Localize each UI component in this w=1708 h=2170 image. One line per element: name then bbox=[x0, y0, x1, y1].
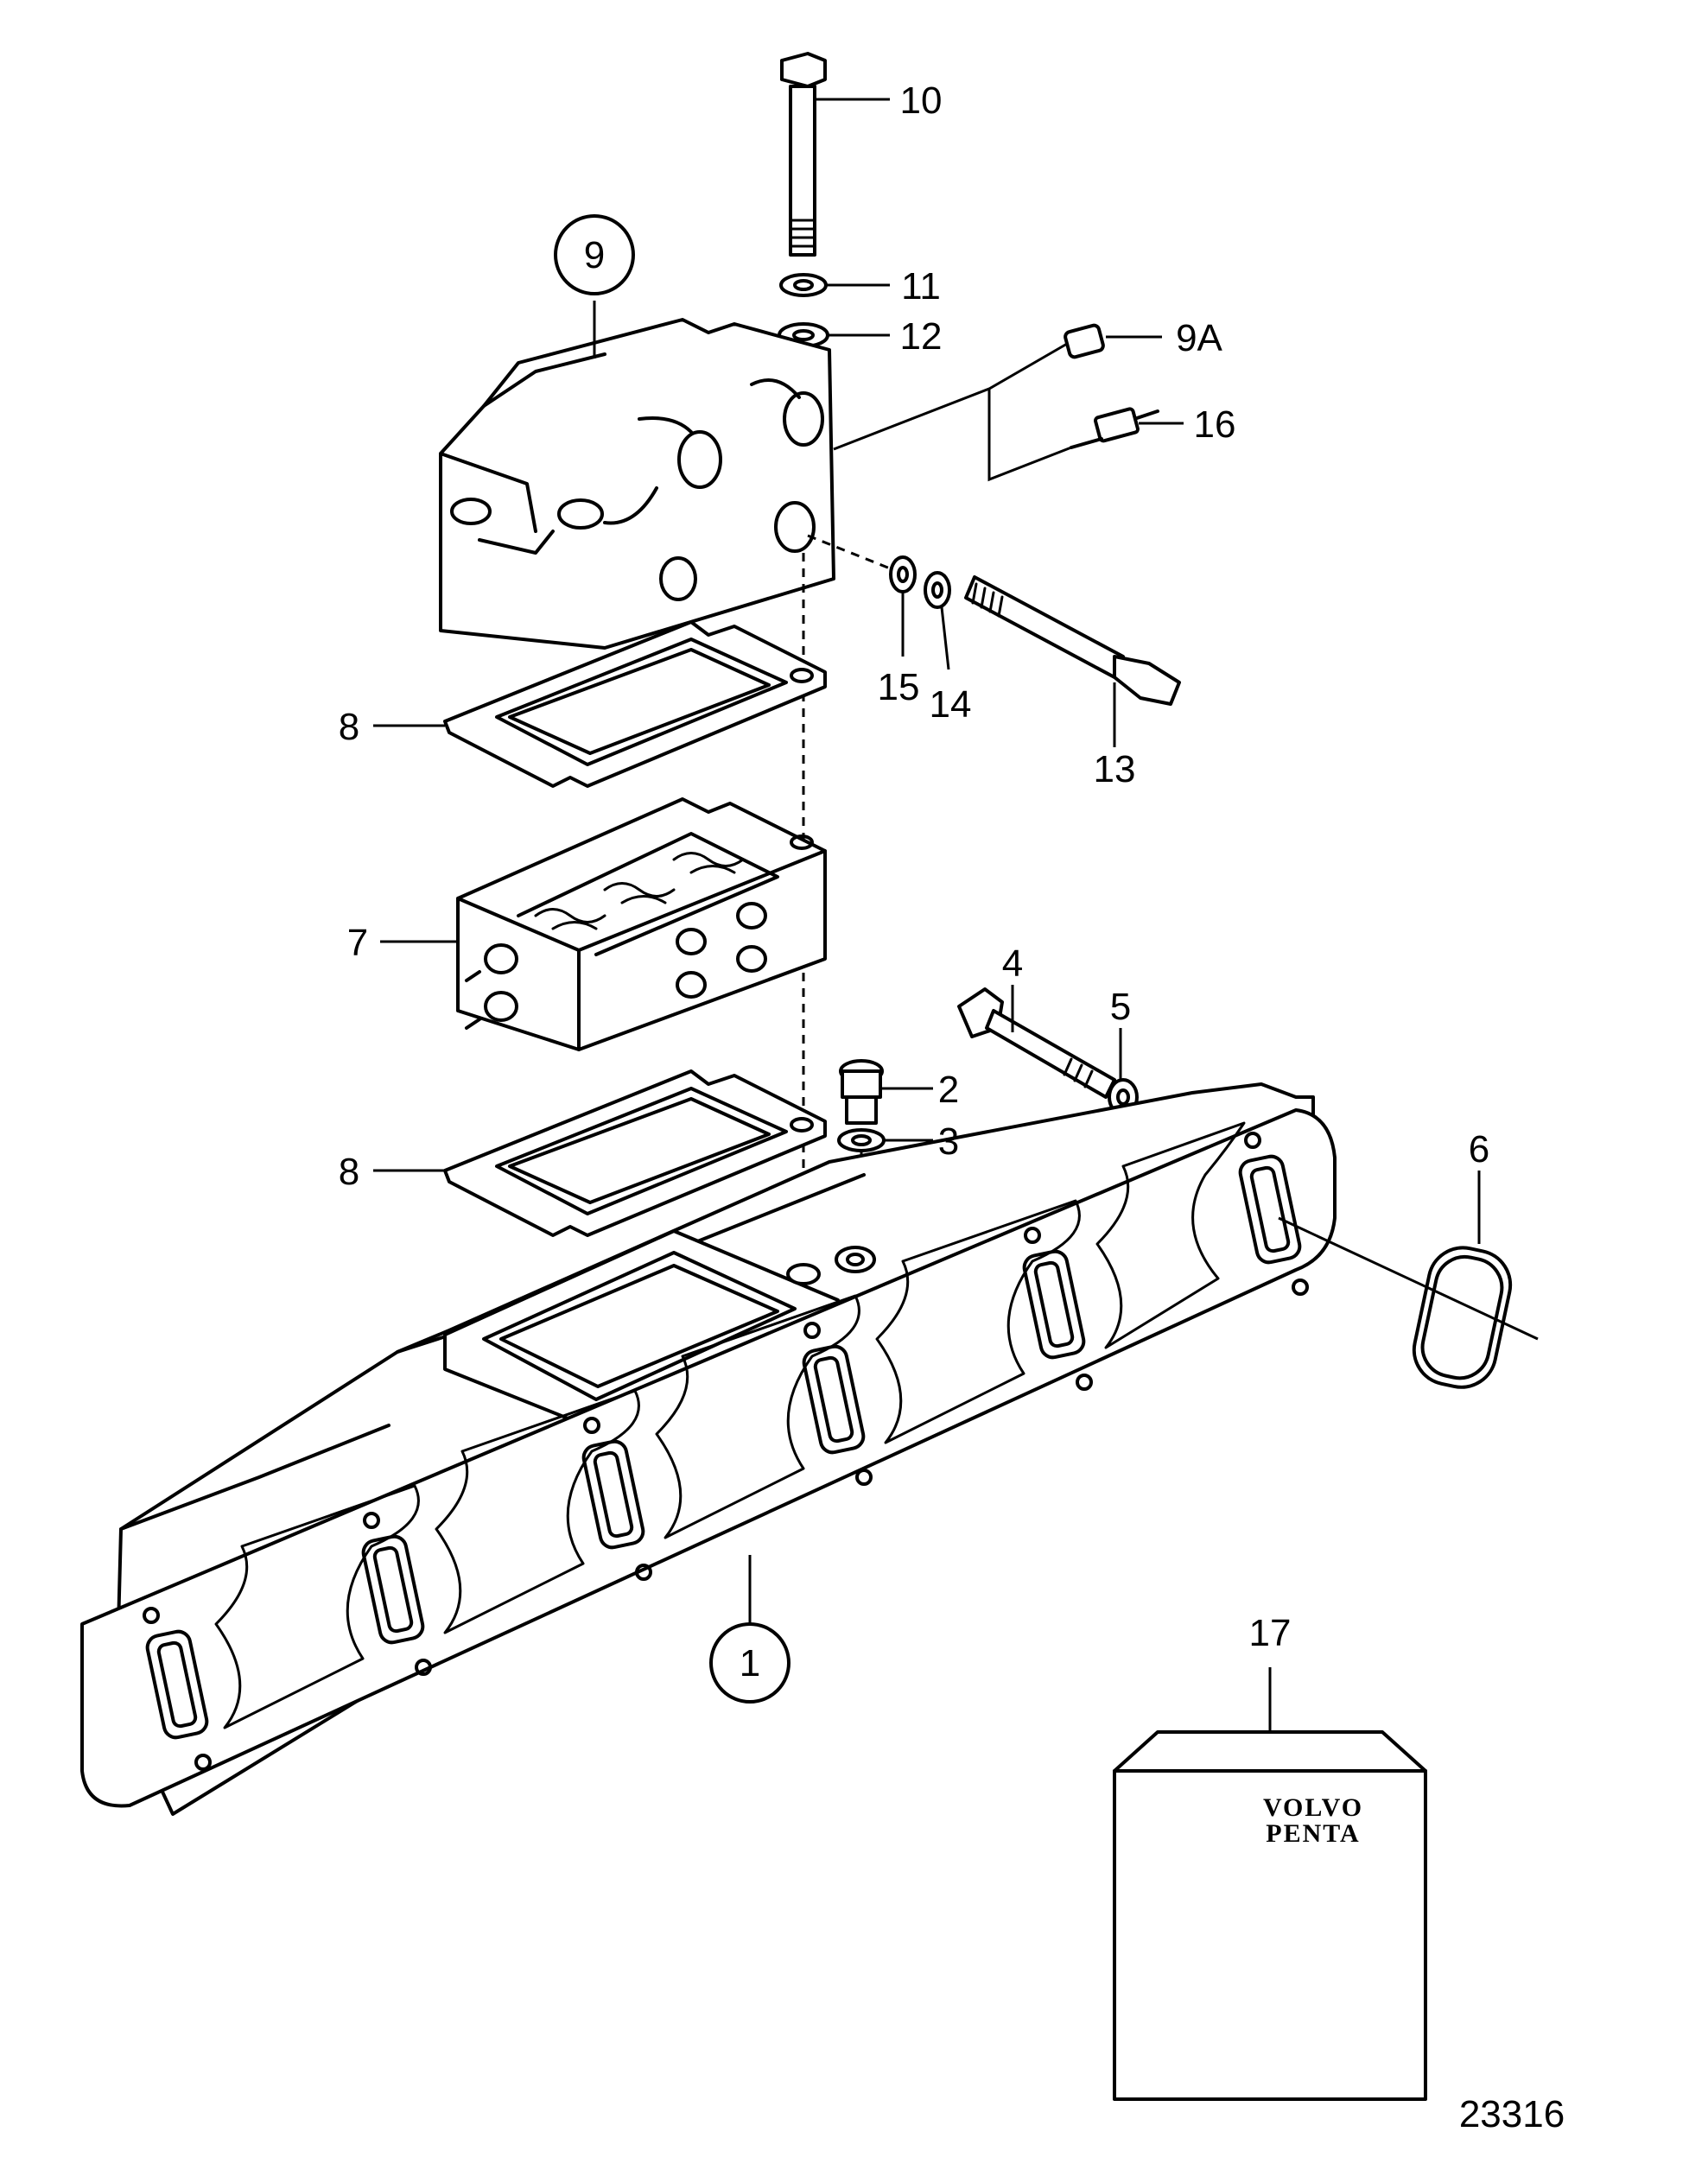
callout-11: 11 bbox=[901, 265, 941, 308]
svg-text:VOLVO: VOLVO bbox=[1263, 1793, 1363, 1822]
callout-16: 16 bbox=[1194, 403, 1236, 446]
callout-3: 3 bbox=[938, 1120, 959, 1163]
plug-part-2 bbox=[839, 1059, 933, 1125]
cooler-core-part-7 bbox=[380, 797, 827, 1051]
callout-8-upper: 8 bbox=[339, 706, 359, 748]
callout-17: 17 bbox=[1249, 1612, 1292, 1654]
callout-13: 13 bbox=[1094, 748, 1136, 790]
callout-9a: 9A bbox=[1176, 317, 1222, 359]
gasket-part-8-lower bbox=[373, 1069, 827, 1237]
callout-6: 6 bbox=[1469, 1128, 1489, 1171]
part-1-circled-callout bbox=[709, 1622, 791, 1704]
callout-15: 15 bbox=[878, 666, 920, 708]
volvo-penta-logo: VOLVO PENTA bbox=[1263, 1793, 1363, 1848]
callout-10: 10 bbox=[900, 79, 943, 122]
callout-12: 12 bbox=[900, 315, 943, 358]
callout-14: 14 bbox=[930, 683, 972, 726]
oring-part-6 bbox=[1278, 1171, 1539, 1389]
envelope-part-17 bbox=[1113, 1667, 1427, 2101]
bolt-part-4 bbox=[957, 985, 1116, 1099]
bolt-part-10 bbox=[780, 52, 890, 257]
cover-housing-part-9 bbox=[439, 301, 835, 650]
gasket-part-8-upper bbox=[373, 620, 827, 788]
washer-part-15 bbox=[889, 555, 917, 657]
bolt-part-13 bbox=[807, 534, 1181, 747]
plug-part-9a bbox=[1064, 323, 1162, 359]
part-9-circled-callout bbox=[554, 214, 635, 295]
callout-4: 4 bbox=[1002, 942, 1023, 985]
washer-part-11 bbox=[779, 273, 890, 297]
callout-8-lower: 8 bbox=[339, 1151, 359, 1193]
callout-2: 2 bbox=[938, 1069, 959, 1111]
sensor-part-16 bbox=[1070, 407, 1184, 449]
washer-part-3 bbox=[837, 1128, 933, 1152]
exhaust-manifold-part-1 bbox=[80, 1082, 1337, 1816]
callout-7: 7 bbox=[347, 922, 368, 964]
callout-1: 1 bbox=[740, 1642, 760, 1685]
svg-text:PENTA: PENTA bbox=[1266, 1819, 1360, 1848]
callout-9: 9 bbox=[584, 234, 605, 276]
washer-part-14 bbox=[924, 571, 951, 670]
diagram-reference-number: 23316 bbox=[1459, 2093, 1565, 2135]
callout-5: 5 bbox=[1110, 986, 1131, 1028]
